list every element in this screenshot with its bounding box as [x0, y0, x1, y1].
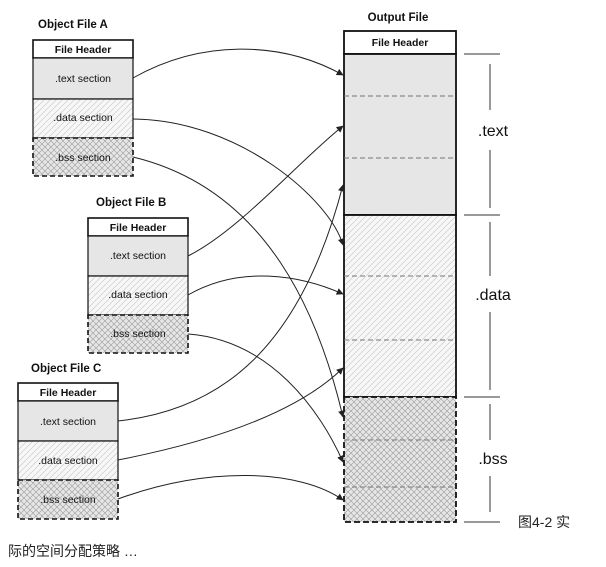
arrow-c-text-to-output [117, 184, 345, 422]
object-file-b-data-label: .data section [108, 289, 168, 301]
object-file-a: Object File A File Header .text section … [32, 19, 134, 177]
output-text-segment [343, 53, 457, 216]
object-file-c-header-label: File Header [40, 387, 97, 399]
object-file-a-text-section [32, 57, 134, 100]
segment-brackets [464, 53, 500, 523]
output-file-title: Output File [368, 12, 429, 24]
object-file-c-data-label: .data section [38, 455, 98, 467]
figure-caption: 图4-2 实 [518, 514, 570, 530]
output-data-segment [343, 214, 457, 398]
object-file-b-data-section [87, 275, 189, 316]
arrow-b-data-to-output [187, 275, 344, 296]
object-file-a-data-label: .data section [53, 112, 113, 124]
object-file-b-bss-section [87, 314, 189, 354]
segment-label-data: .data [475, 287, 511, 304]
footer-text: 际的空间分配策略 … [8, 543, 138, 559]
arrow-c-bss-to-output [117, 475, 344, 501]
object-file-a-bss-section [32, 137, 134, 177]
object-file-a-bss-label: .bss section [55, 152, 111, 164]
arrow-c-data-to-output [117, 367, 344, 461]
object-file-c-data-section [17, 440, 119, 481]
object-file-b-title: Object File B [96, 197, 166, 209]
object-file-b: Object File B File Header .text section … [87, 197, 189, 354]
object-file-c-text-label: .text section [40, 416, 96, 428]
output-file-header-label: File Header [372, 37, 429, 49]
arrow-a-bss-to-output [132, 156, 345, 418]
object-file-b-text-label: .text section [110, 250, 166, 262]
arrow-a-data-to-output [132, 118, 345, 246]
object-file-c-title: Object File C [31, 363, 101, 375]
arrow-b-bss-to-output [187, 333, 344, 463]
object-file-a-text-label: .text section [55, 73, 111, 85]
segment-label-text: .text [478, 123, 509, 140]
arrow-b-text-to-output [187, 125, 344, 257]
object-file-b-bss-label: .bss section [110, 328, 166, 340]
segment-label-bss: .bss [478, 451, 507, 468]
object-file-c: Object File C File Header .text section … [17, 363, 119, 520]
object-file-b-header-label: File Header [110, 222, 167, 234]
object-file-c-bss-section [17, 479, 119, 520]
object-file-a-data-section [32, 98, 134, 139]
object-file-c-bss-label: .bss section [40, 494, 96, 506]
arrow-a-text-to-output [132, 48, 344, 79]
output-file: Output File File Header [343, 12, 457, 523]
output-bss-segment [343, 396, 457, 523]
object-file-a-title: Object File A [38, 19, 108, 31]
object-file-a-header-label: File Header [55, 44, 112, 56]
mapping-arrows [117, 48, 345, 501]
